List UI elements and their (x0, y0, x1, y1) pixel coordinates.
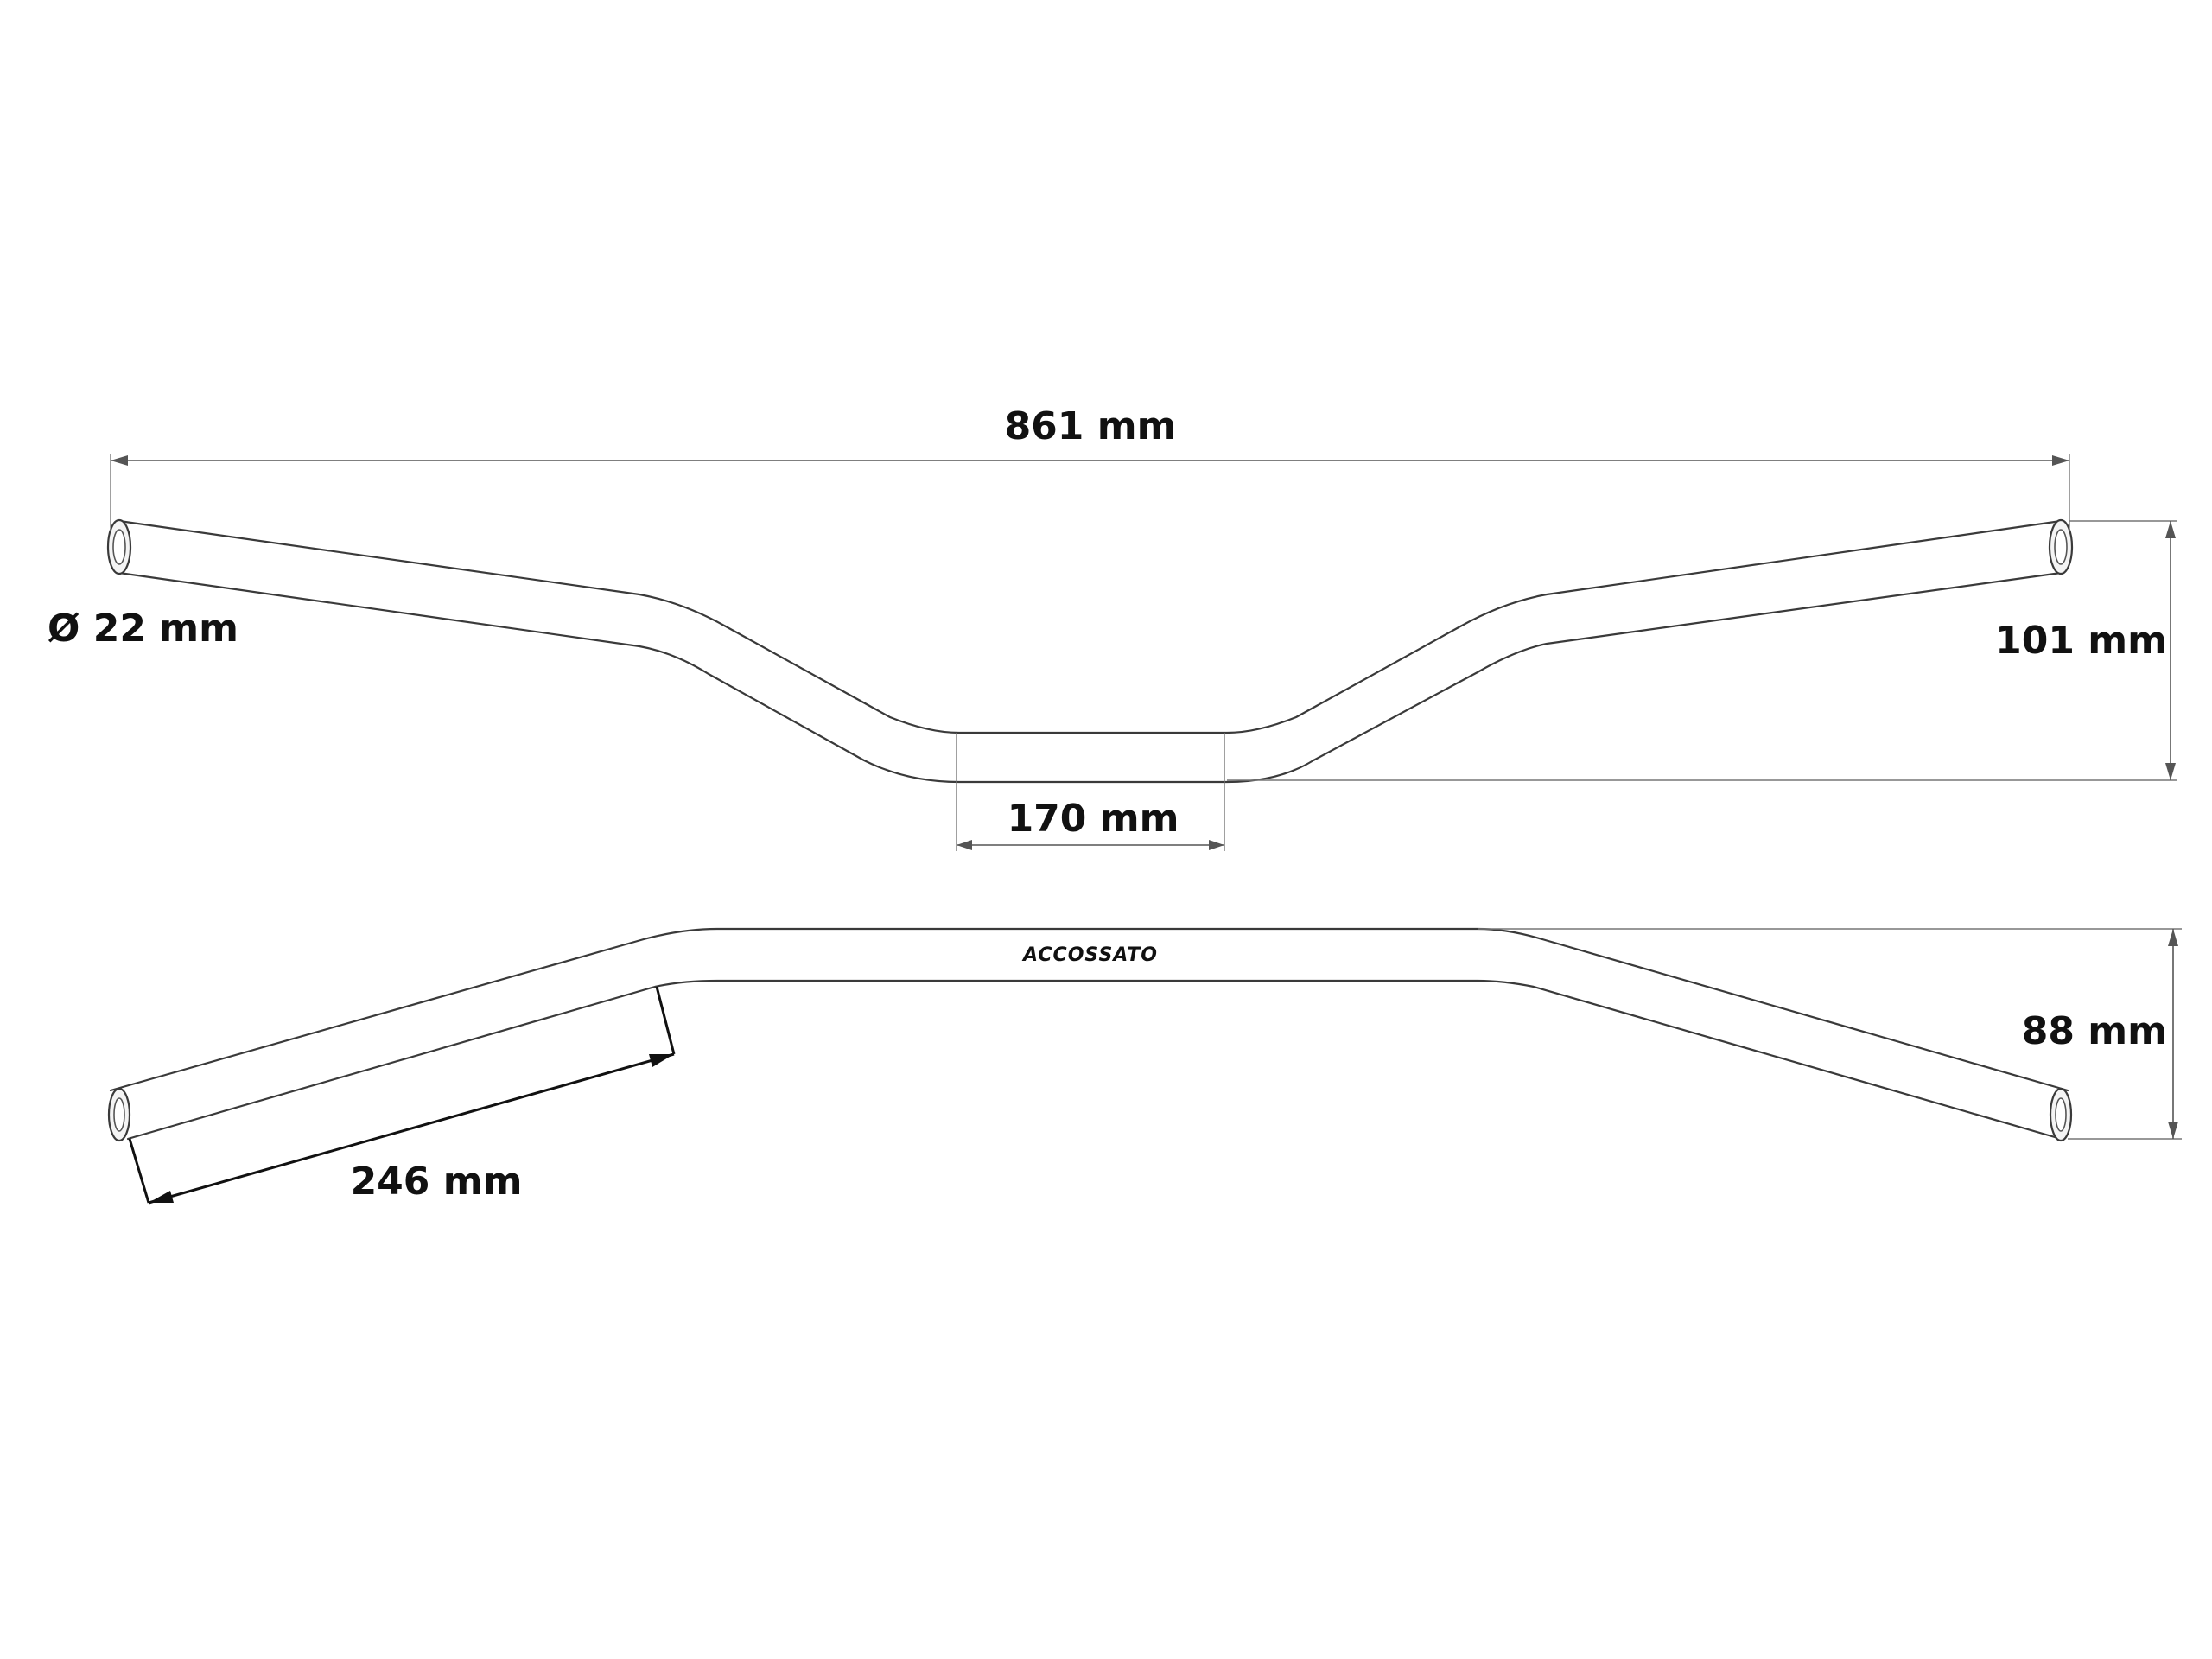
front-view-tube-lower-edge (118, 571, 2063, 784)
rise-label: 101 mm (1995, 619, 2167, 663)
rise-arrow-bottom (2165, 763, 2176, 780)
overall-width-arrow-right (2052, 455, 2069, 466)
front-view-right-tube-bore (2054, 529, 2068, 565)
overall-width-label: 861 mm (1005, 404, 1177, 448)
pullback-arrow-top (2168, 929, 2178, 946)
top-view: ACCOSSATO (107, 927, 2073, 1142)
rise-dimension: 101 mm (1227, 520, 2177, 781)
top-view-tube-upper-edge (109, 927, 2069, 1092)
grip-length-dimension: 246 mm (128, 986, 676, 1205)
center-width-arrow-left (957, 840, 972, 850)
grip-length-label: 246 mm (351, 1160, 523, 1204)
grip-length-arrow-right (649, 1054, 674, 1067)
top-view-right-tube-bore (2055, 1097, 2067, 1132)
grip-length-extension-left (128, 1138, 150, 1204)
grip-length-dimension-line (148, 1052, 675, 1205)
center-width-arrow-right (1209, 840, 1224, 850)
center-width-dimension: 170 mm (956, 782, 1225, 851)
front-view-tube-upper-edge (118, 519, 2063, 734)
grip-length-arrow-left (149, 1191, 174, 1203)
center-width-label: 170 mm (1007, 797, 1179, 841)
overall-width-arrow-left (111, 455, 128, 466)
brand-logo: ACCOSSATO (1021, 944, 1158, 966)
front-view-left-tube-bore (112, 529, 126, 565)
grip-length-extension-right (655, 986, 676, 1055)
rise-arrow-top (2165, 521, 2176, 538)
pullback-dimension: 88 mm (1478, 928, 2182, 1140)
overall-width-dimension: 861 mm (110, 404, 2070, 531)
pullback-label: 88 mm (2022, 1009, 2167, 1053)
pullback-arrow-bottom (2168, 1122, 2178, 1139)
top-view-tube-lower-edge (126, 979, 2063, 1141)
tube-diameter-label: Ø 22 mm (48, 607, 238, 651)
front-view (106, 518, 2074, 784)
top-view-left-tube-bore (113, 1097, 125, 1132)
